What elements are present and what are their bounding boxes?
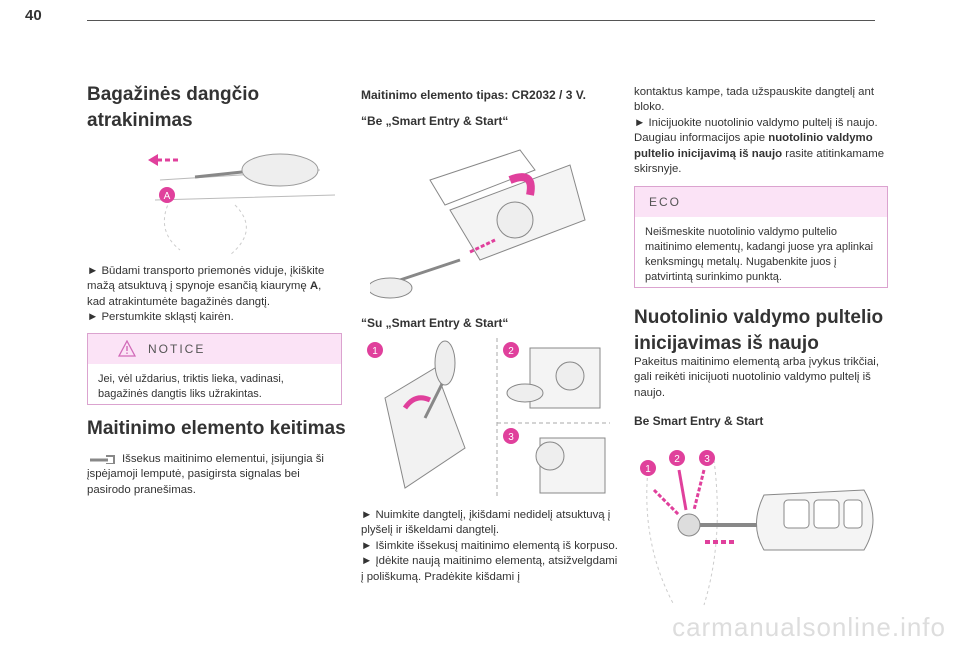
curved-arrow-icon [402,395,432,410]
instruction-1-end: , kad atrakintumėte bagažinės dangtį. [87,280,322,308]
info-pre: Daugiau informacijos apie [634,132,769,145]
continuation-1: kontaktus kampe, tada užspauskite dangte… [634,86,874,114]
trunk-instructions: ► Būdami transporto priemonės viduje, įk… [87,264,340,326]
instruction-insert-battery: ► Įdėkite naują maitinimo elementą, atsi… [361,555,618,583]
key-cover [429,149,536,206]
callout-2-badge [503,342,519,358]
screwdriver-handle [241,153,319,187]
arrow-icon [692,469,706,511]
callout-1: 1 [372,346,378,357]
info-reference: Daugiau informacijos apie nuotolinio val… [634,131,892,177]
key-button-2 [813,499,840,529]
battery-type: Maitinimo elemento tipas: CR2032 / 3 V. [361,88,586,102]
key-button-3 [843,499,863,529]
screwdriver-handle [434,340,456,386]
screwdriver-handle [370,277,413,299]
notice-header: NOTICE [88,334,341,364]
screwdriver-shaft [194,170,243,179]
ignition-slot [677,513,701,537]
battery-change-heading: Maitinimo elemento keitimas [87,418,346,439]
callout-2-badge [669,450,685,466]
trunk-lock-figure: A [148,153,336,256]
trunk-unlock-heading: Bagažinės dangčio atrakinimas [87,84,260,131]
callout-a-badge [159,187,175,203]
battery-warning-text: Išsekus maitinimo elementui, įsijungia š… [87,453,324,496]
arrow-icon [469,238,496,254]
eco-box: ECO Neišmeskite nuotolinio valdymo pulte… [634,186,888,288]
callout-2: 2 [508,346,514,357]
notice-text: Jei, vėl uždarius, triktis lieka, vadina… [98,373,284,400]
screwdriver-shaft [399,258,461,282]
continuation-text: kontaktus kampe, tada užspauskite dangte… [634,85,892,177]
without-smart-entry-label: “Be „Smart Entry & Start“ [361,114,509,128]
battery-cell [496,201,534,239]
watermark: carmanualsonline.info [672,612,946,642]
trunk-dashed-outline [163,199,247,256]
smart-key-body [384,367,466,489]
callout-2: 2 [674,454,680,465]
callout-3: 3 [704,454,710,465]
eco-header: ECO [635,187,887,217]
header-rule [87,20,875,21]
notice-title: NOTICE [148,342,206,356]
warning-triangle-icon [118,340,136,357]
key-battery-figure-1 [370,149,586,299]
reinit-text: Pakeitus maitinimo elementą arba įvykus … [634,356,879,399]
reinit-subheading: Be Smart Entry & Start [634,414,764,428]
with-smart-entry-label: “Su „Smart Entry & Start“ [361,316,509,330]
eco-title: ECO [649,195,682,209]
callout-1-badge [367,342,383,358]
label-a: A [309,280,319,293]
instruction-1: ► Būdami transporto priemonės viduje, įk… [87,265,325,293]
callout-3-badge [503,428,519,444]
callout-3-badge [699,450,715,466]
instruction-remove-cover: ► Nuimkite dangtelį, įkišdami nedidelį a… [361,509,611,537]
reinit-heading: Nuotolinio valdymo pultelio inicijavimas… [634,307,884,354]
battery-instructions: ► Nuimkite dangtelį, įkišdami nedidelį a… [361,508,619,585]
callout-1-badge [640,460,656,476]
info-post: rasite atitinkamame skirsnyje. [634,147,885,176]
callout-1: 1 [645,464,651,475]
arrow-head [148,154,158,166]
notice-box: NOTICE Jei, vėl uždarius, triktis lieka,… [87,333,342,405]
continuation-2: ► Inicijuokite nuotolinio valdymo pultel… [634,116,878,129]
page-number: 40 [25,7,42,24]
eco-text: Neišmeskite nuotolinio valdymo pultelio … [645,226,874,283]
callout-3: 3 [508,432,514,443]
instruction-remove-battery: ► Išimkite išsekusį maitinimo elementą i… [361,539,618,552]
key-button-1 [783,499,810,529]
key-ignition-figure: 1 2 3 [640,450,874,606]
wrench-icon [90,455,115,464]
arrow-icon [652,488,681,517]
arrow-icon [677,469,688,511]
callout-a-label: A [164,191,171,202]
curved-arrow-icon [508,173,535,196]
key-battery-figure-2: 1 2 3 [367,338,610,498]
instruction-2: ► Perstumkite skląstį kairėn. [87,311,234,324]
info-bold: nuotolinio valdymo pultelio inicijavimą … [634,132,873,160]
